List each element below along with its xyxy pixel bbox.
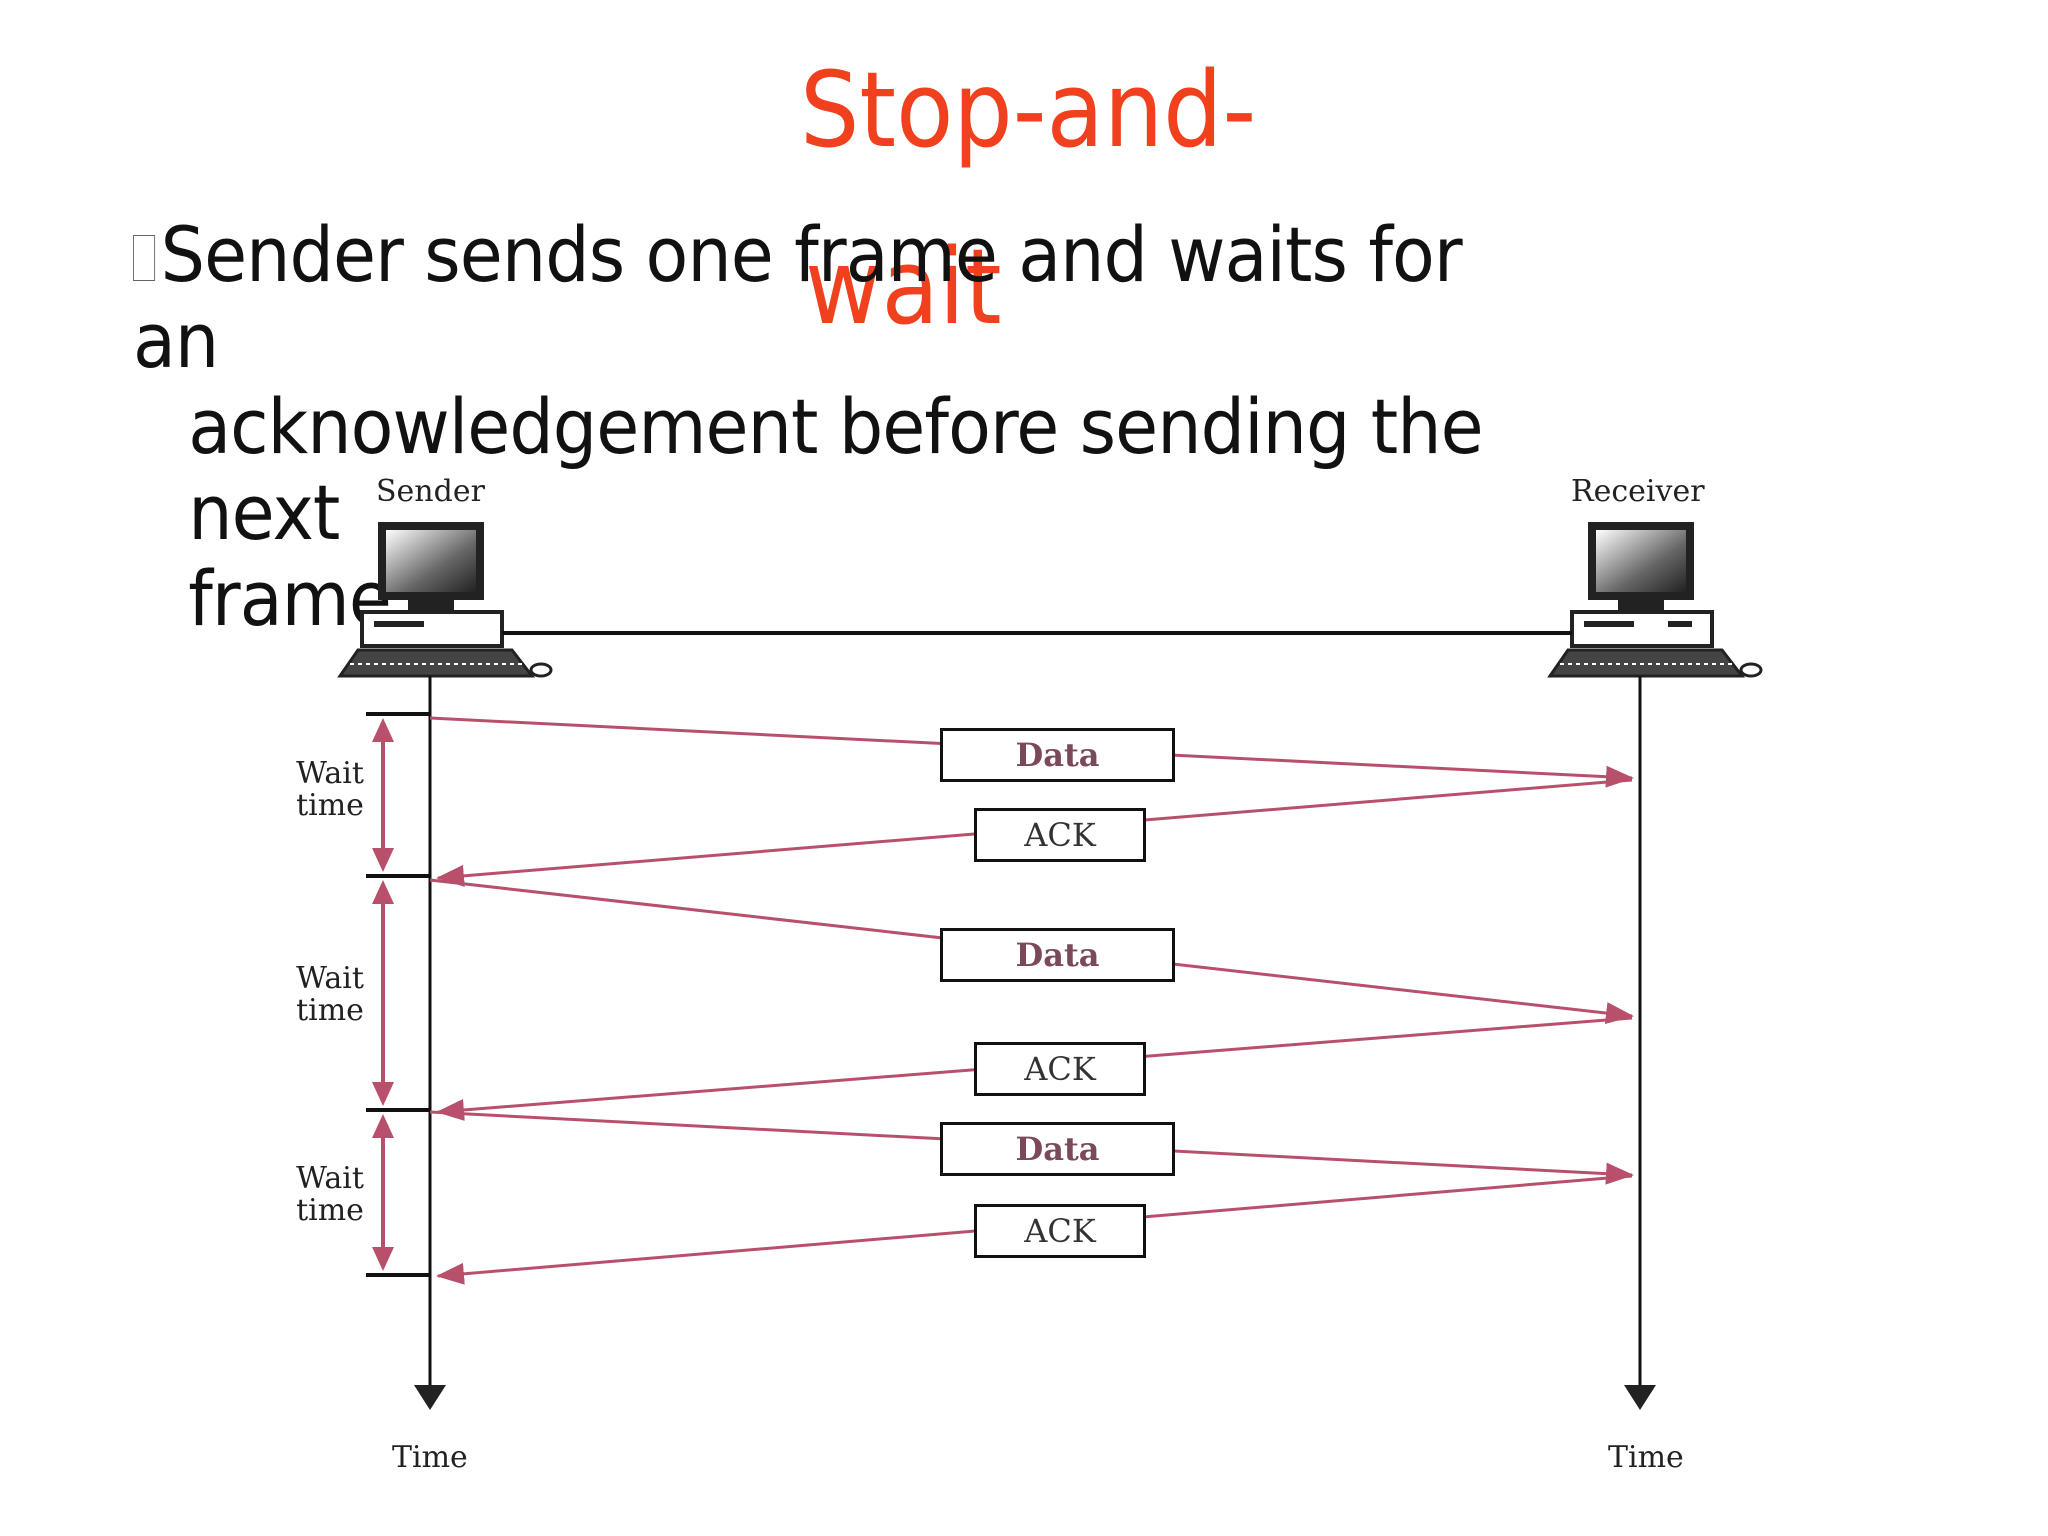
- bullet-text: Sender sends one frame and waits for an …: [133, 212, 1513, 642]
- bullet-line-1: Sender sends one frame and waits for an: [133, 210, 1463, 385]
- sender-time-arrow-icon: [414, 1385, 446, 1410]
- time-label-receiver: Time: [1608, 1440, 1684, 1475]
- ack-frame-box: ACK: [974, 1042, 1146, 1096]
- data-frame-box: Data: [940, 1122, 1175, 1176]
- data-frame-box: Data: [940, 728, 1175, 782]
- data-frame-box: Data: [940, 928, 1175, 982]
- ack-frame-box: ACK: [974, 808, 1146, 862]
- time-label-sender: Time: [392, 1440, 468, 1475]
- receiver-computer-icon: [1547, 522, 1763, 678]
- receiver-time-arrow-icon: [1624, 1385, 1656, 1410]
- wait-time-label: Wait time: [296, 1161, 364, 1228]
- title-line-2: wait: [805, 226, 1002, 348]
- receiver-label: Receiver: [1571, 474, 1705, 509]
- sender-computer-icon: [337, 522, 553, 678]
- sender-label: Sender: [376, 474, 485, 509]
- ack-frame-box: ACK: [974, 1204, 1146, 1258]
- title-line-1: Stop-and-: [800, 49, 1257, 171]
- bullet-line-2: acknowledgement before sending the next: [188, 382, 1484, 557]
- wait-time-arrows: [372, 718, 394, 1271]
- bullet-icon: [133, 235, 156, 281]
- wait-time-label: Wait time: [296, 756, 364, 823]
- wait-time-label: Wait time: [296, 961, 364, 1028]
